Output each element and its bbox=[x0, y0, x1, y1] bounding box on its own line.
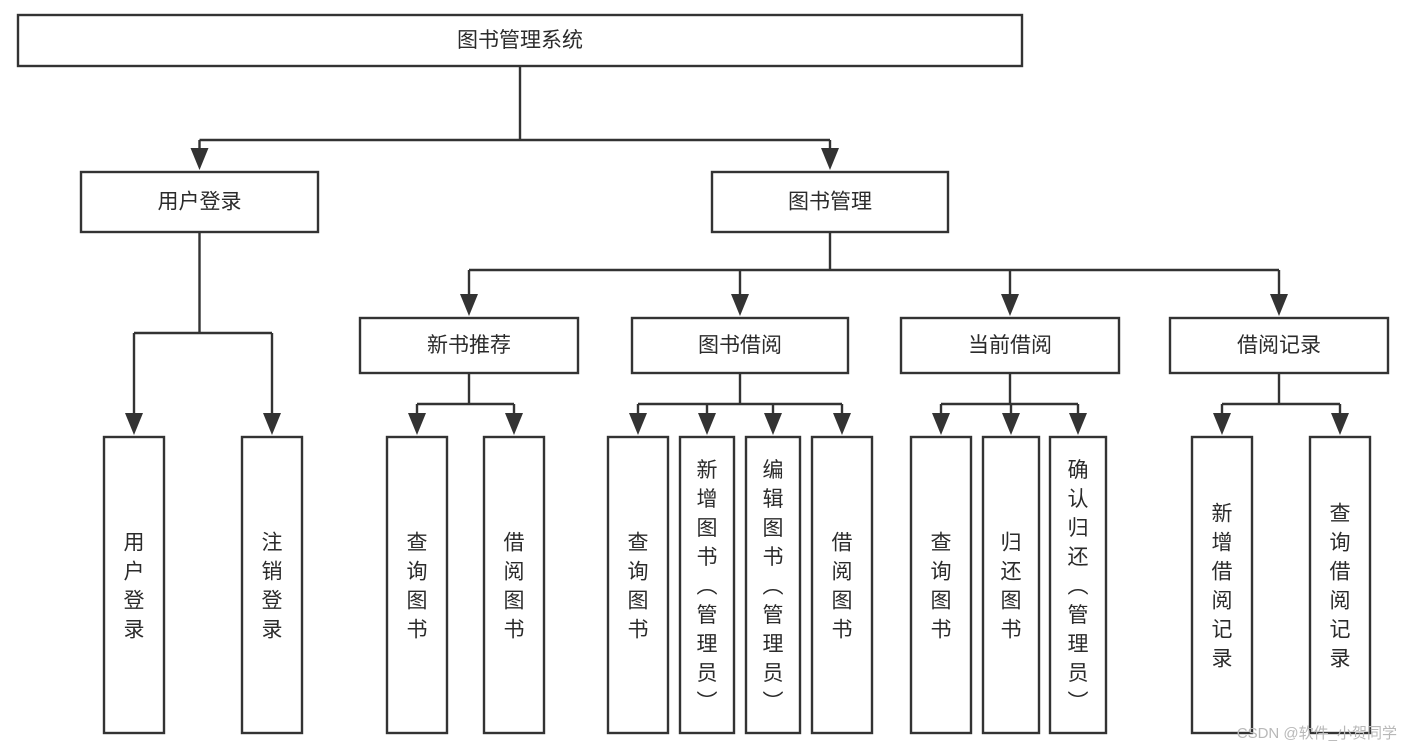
node-label-borrow-record: 借阅记录 bbox=[1237, 334, 1321, 357]
node-box-leaf-add-book-admin bbox=[678, 435, 736, 735]
node-box-leaf-add-borrow-record bbox=[1190, 435, 1254, 735]
node-label-leaf-query-book-borrow: 查询图书 bbox=[628, 532, 649, 642]
node-label-leaf-confirm-return-admin: 确认归还︵管理员︶ bbox=[1068, 459, 1089, 714]
node-label-leaf-query-book-recommend: 查询图书 bbox=[407, 532, 428, 642]
node-label-leaf-query-borrow-record: 查询借阅记录 bbox=[1330, 503, 1351, 671]
node-label-leaf-borrow-book-recommend: 借阅图书 bbox=[504, 532, 525, 642]
node-box-book-manage bbox=[710, 170, 950, 234]
edges-from-user-login bbox=[125, 232, 281, 435]
node-box-leaf-query-book-borrow bbox=[606, 435, 670, 735]
arrow-icon-new-book-recommend bbox=[460, 294, 478, 316]
node-leaf-borrow-book-recommend[interactable]: 借阅图书 bbox=[482, 435, 546, 735]
node-box-leaf-edit-book-admin bbox=[744, 435, 802, 735]
node-borrow-record[interactable]: 借阅记录 bbox=[1168, 316, 1390, 375]
node-leaf-add-borrow-record[interactable]: 新增借阅记录 bbox=[1190, 435, 1254, 735]
node-leaf-logout[interactable]: 注销登录 bbox=[240, 435, 304, 735]
node-label-new-book-recommend: 新书推荐 bbox=[427, 334, 511, 357]
arrow-icon-borrow-record bbox=[1270, 294, 1288, 316]
node-leaf-query-borrow-record[interactable]: 查询借阅记录 bbox=[1308, 435, 1372, 735]
node-label-user-login: 用户登录 bbox=[158, 191, 242, 214]
arrow-icon-leaf-query-borrow-record bbox=[1331, 413, 1349, 435]
node-leaf-confirm-return-admin[interactable]: 确认归还︵管理员︶ bbox=[1048, 435, 1108, 735]
node-box-leaf-confirm-return-admin bbox=[1048, 435, 1108, 735]
node-label-leaf-user-login: 用户登录 bbox=[124, 532, 145, 642]
node-box-root bbox=[16, 13, 1024, 68]
node-leaf-add-book-admin[interactable]: 新增图书︵管理员︶ bbox=[678, 435, 736, 735]
node-box-leaf-borrow-book-recommend bbox=[482, 435, 546, 735]
node-leaf-edit-book-admin[interactable]: 编辑图书︵管理员︶ bbox=[744, 435, 802, 735]
node-box-leaf-query-book-current bbox=[909, 435, 973, 735]
node-label-leaf-edit-book-admin: 编辑图书︵管理员︶ bbox=[763, 459, 784, 714]
node-label-leaf-add-borrow-record: 新增借阅记录 bbox=[1212, 503, 1233, 671]
node-label-book-borrow: 图书借阅 bbox=[698, 334, 782, 357]
node-leaf-return-book[interactable]: 归还图书 bbox=[981, 435, 1041, 735]
arrow-icon-book-borrow bbox=[731, 294, 749, 316]
node-box-leaf-return-book bbox=[981, 435, 1041, 735]
node-leaf-query-book-borrow[interactable]: 查询图书 bbox=[606, 435, 670, 735]
node-box-borrow-record bbox=[1168, 316, 1390, 375]
arrow-icon-leaf-borrow-book bbox=[833, 413, 851, 435]
node-box-leaf-query-borrow-record bbox=[1308, 435, 1372, 735]
edges-from-borrow-record bbox=[1213, 373, 1349, 435]
arrow-icon-leaf-add-borrow-record bbox=[1213, 413, 1231, 435]
node-label-leaf-query-book-current: 查询图书 bbox=[931, 532, 952, 642]
node-current-borrow[interactable]: 当前借阅 bbox=[899, 316, 1121, 375]
arrow-icon-user-login bbox=[190, 148, 209, 170]
csdn-watermark: CSDN @软件_小贺同学 bbox=[1236, 725, 1397, 742]
node-label-leaf-logout: 注销登录 bbox=[262, 532, 283, 642]
arrow-icon-leaf-logout bbox=[263, 413, 281, 435]
edges-from-book-manage bbox=[460, 232, 1288, 316]
node-label-current-borrow: 当前借阅 bbox=[968, 334, 1052, 357]
arrow-icon-book-manage bbox=[821, 148, 839, 170]
node-leaf-borrow-book[interactable]: 借阅图书 bbox=[810, 435, 874, 735]
node-book-manage[interactable]: 图书管理 bbox=[710, 170, 950, 234]
arrow-icon-leaf-query-book-current bbox=[932, 413, 950, 435]
arrow-icon-leaf-return-book bbox=[1002, 413, 1020, 435]
node-label-root: 图书管理系统 bbox=[457, 29, 583, 52]
edges-from-current-borrow bbox=[932, 373, 1087, 435]
node-new-book-recommend[interactable]: 新书推荐 bbox=[358, 316, 580, 375]
node-book-borrow[interactable]: 图书借阅 bbox=[630, 316, 850, 375]
connector-layer bbox=[125, 66, 1349, 435]
node-leaf-user-login[interactable]: 用户登录 bbox=[102, 435, 166, 735]
arrow-icon-leaf-edit-book-admin bbox=[764, 413, 782, 435]
arrow-icon-leaf-query-book-borrow bbox=[629, 413, 647, 435]
node-box-leaf-query-book-recommend bbox=[385, 435, 449, 735]
node-label-leaf-add-book-admin: 新增图书︵管理员︶ bbox=[697, 459, 718, 714]
node-label-leaf-borrow-book: 借阅图书 bbox=[832, 532, 853, 642]
node-root[interactable]: 图书管理系统 bbox=[16, 13, 1024, 68]
node-box-user-login bbox=[79, 170, 320, 234]
node-box-new-book-recommend bbox=[358, 316, 580, 375]
node-box-current-borrow bbox=[899, 316, 1121, 375]
node-box-book-borrow bbox=[630, 316, 850, 375]
node-label-book-manage: 图书管理 bbox=[788, 191, 872, 214]
node-leaf-query-book-current[interactable]: 查询图书 bbox=[909, 435, 973, 735]
node-box-leaf-user-login bbox=[102, 435, 166, 735]
node-box-leaf-borrow-book bbox=[810, 435, 874, 735]
edges-from-root bbox=[190, 66, 839, 170]
node-label-leaf-return-book: 归还图书 bbox=[1001, 532, 1022, 642]
arrow-icon-leaf-borrow-book-recommend bbox=[505, 413, 523, 435]
edges-from-book-borrow bbox=[629, 373, 851, 435]
node-box-leaf-logout bbox=[240, 435, 304, 735]
arrow-icon-current-borrow bbox=[1001, 294, 1019, 316]
node-leaf-query-book-recommend[interactable]: 查询图书 bbox=[385, 435, 449, 735]
arrow-icon-leaf-user-login bbox=[125, 413, 143, 435]
node-layer: 图书管理系统用户登录图书管理新书推荐图书借阅当前借阅借阅记录用户登录注销登录查询… bbox=[16, 13, 1390, 735]
arrow-icon-leaf-confirm-return-admin bbox=[1069, 413, 1087, 435]
arrow-icon-leaf-add-book-admin bbox=[698, 413, 716, 435]
arrow-icon-leaf-query-book-recommend bbox=[408, 413, 426, 435]
node-user-login[interactable]: 用户登录 bbox=[79, 170, 320, 234]
edges-from-new-book-recommend bbox=[408, 373, 523, 435]
